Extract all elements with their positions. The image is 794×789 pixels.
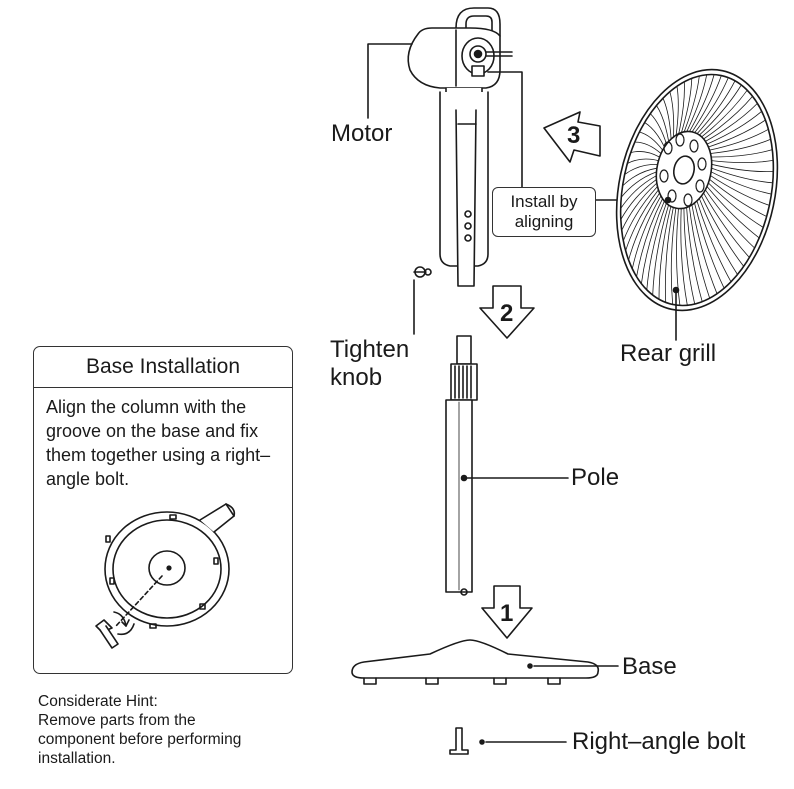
grill-spoke — [705, 103, 758, 142]
pole-illustration — [445, 335, 569, 596]
grill-spoke — [683, 207, 696, 305]
grill-spoke — [688, 205, 711, 299]
grill-spoke — [706, 186, 760, 239]
tighten-knob-illustration — [413, 266, 432, 335]
grill-spoke — [639, 131, 664, 151]
tighten-knob-label-line2: knob — [330, 364, 383, 391]
install-callout-line2: aligning — [514, 212, 574, 231]
grill-spoke — [710, 171, 772, 195]
grill-spoke — [708, 119, 766, 148]
step-1-number: 1 — [500, 600, 514, 627]
grill-spoke — [703, 192, 750, 258]
grill-spoke — [703, 95, 753, 140]
motor-illustration — [407, 7, 513, 287]
grill-spoke — [711, 163, 774, 173]
motor-leader — [367, 43, 413, 119]
grill-spoke — [696, 200, 732, 283]
grill-spoke — [694, 202, 725, 289]
step2-arrow — [479, 285, 535, 339]
hint-line4: installation. — [38, 750, 116, 767]
tighten-knob-label-line1: Tighten — [330, 336, 410, 363]
hint-line1: Considerate Hint: — [38, 693, 158, 710]
grill-spoke — [630, 151, 661, 158]
grill-spoke — [710, 138, 772, 154]
grill-spoke — [622, 186, 658, 242]
panel-title: Base Installation — [34, 347, 292, 388]
right-angle-bolt-label: Right–angle bolt — [572, 728, 746, 755]
grill-spoke — [625, 189, 659, 252]
grill-spoke — [669, 91, 675, 138]
grill-spoke — [641, 200, 665, 285]
grill-spoke — [628, 192, 660, 261]
grill-spoke — [676, 208, 681, 306]
step-2-number: 2 — [500, 300, 514, 327]
rear-grill-illustration — [615, 68, 779, 341]
panel-text: Align the column with the groove on the … — [46, 397, 271, 489]
grill-spoke — [664, 207, 674, 303]
grill-spoke — [686, 74, 708, 132]
step3-arrow — [543, 111, 601, 163]
grill-spoke — [710, 175, 770, 206]
grill-spoke — [691, 75, 722, 133]
grill-spoke — [694, 77, 729, 133]
grill-spoke — [656, 105, 670, 142]
grill-spoke — [644, 122, 665, 148]
grill-spoke — [699, 84, 742, 136]
grill-spoke — [624, 163, 658, 175]
grill-spoke — [675, 85, 679, 136]
grill-spoke — [646, 202, 667, 291]
rear-grill-label: Rear grill — [620, 340, 717, 367]
grill-spoke — [678, 81, 685, 135]
considerate-hint: Considerate Hint: Remove parts from the … — [38, 692, 318, 768]
grill-spoke — [649, 113, 667, 145]
grill-spoke — [621, 182, 658, 231]
step-3-number: 3 — [567, 122, 581, 149]
base-installation-panel: Base Installation Align the column with … — [33, 346, 293, 674]
grill-spoke — [636, 198, 663, 277]
grill-spoke — [670, 207, 677, 305]
grill-spoke — [620, 175, 657, 209]
step1-arrow — [481, 585, 533, 639]
pole-label: Pole — [571, 464, 620, 491]
grill-spoke — [691, 204, 718, 295]
grill-spoke — [626, 158, 659, 164]
grill-spoke — [683, 75, 700, 133]
motor-label: Motor — [331, 120, 393, 147]
grill-spoke — [658, 205, 672, 300]
grill-spoke — [704, 189, 755, 249]
panel-base-illustration — [95, 503, 236, 649]
hint-line2: Remove parts from the — [38, 712, 196, 729]
install-callout: Install by aligning — [492, 187, 596, 237]
grill-spoke — [652, 204, 669, 296]
grill-spoke — [701, 195, 745, 267]
grill-spoke — [686, 207, 703, 302]
grill-spoke — [709, 128, 769, 151]
grill-spoke — [631, 195, 662, 270]
grill-spoke — [689, 74, 715, 132]
grill-spoke — [709, 178, 768, 217]
bolt-illustration — [449, 727, 567, 755]
grill-spoke — [707, 182, 764, 228]
base-illustration — [351, 639, 619, 685]
grill-spoke — [696, 80, 736, 135]
grill-spoke — [622, 167, 658, 187]
base-label: Base — [622, 653, 677, 680]
grill-spoke — [706, 110, 763, 145]
grill-spoke — [634, 141, 662, 154]
install-callout-line1: Install by — [510, 192, 578, 211]
grill-spoke — [662, 97, 672, 140]
hint-line3: component before performing — [38, 731, 242, 748]
install-leader — [487, 71, 523, 188]
grill-spoke — [711, 160, 774, 164]
grill-spoke — [680, 208, 688, 306]
grill-spoke — [710, 149, 773, 158]
grill-spoke — [681, 78, 693, 133]
grill-spoke — [620, 179, 657, 220]
grill-spoke — [620, 171, 657, 198]
grill-spoke — [698, 198, 738, 275]
grill-spoke — [701, 89, 748, 138]
grill-spoke — [711, 167, 774, 184]
